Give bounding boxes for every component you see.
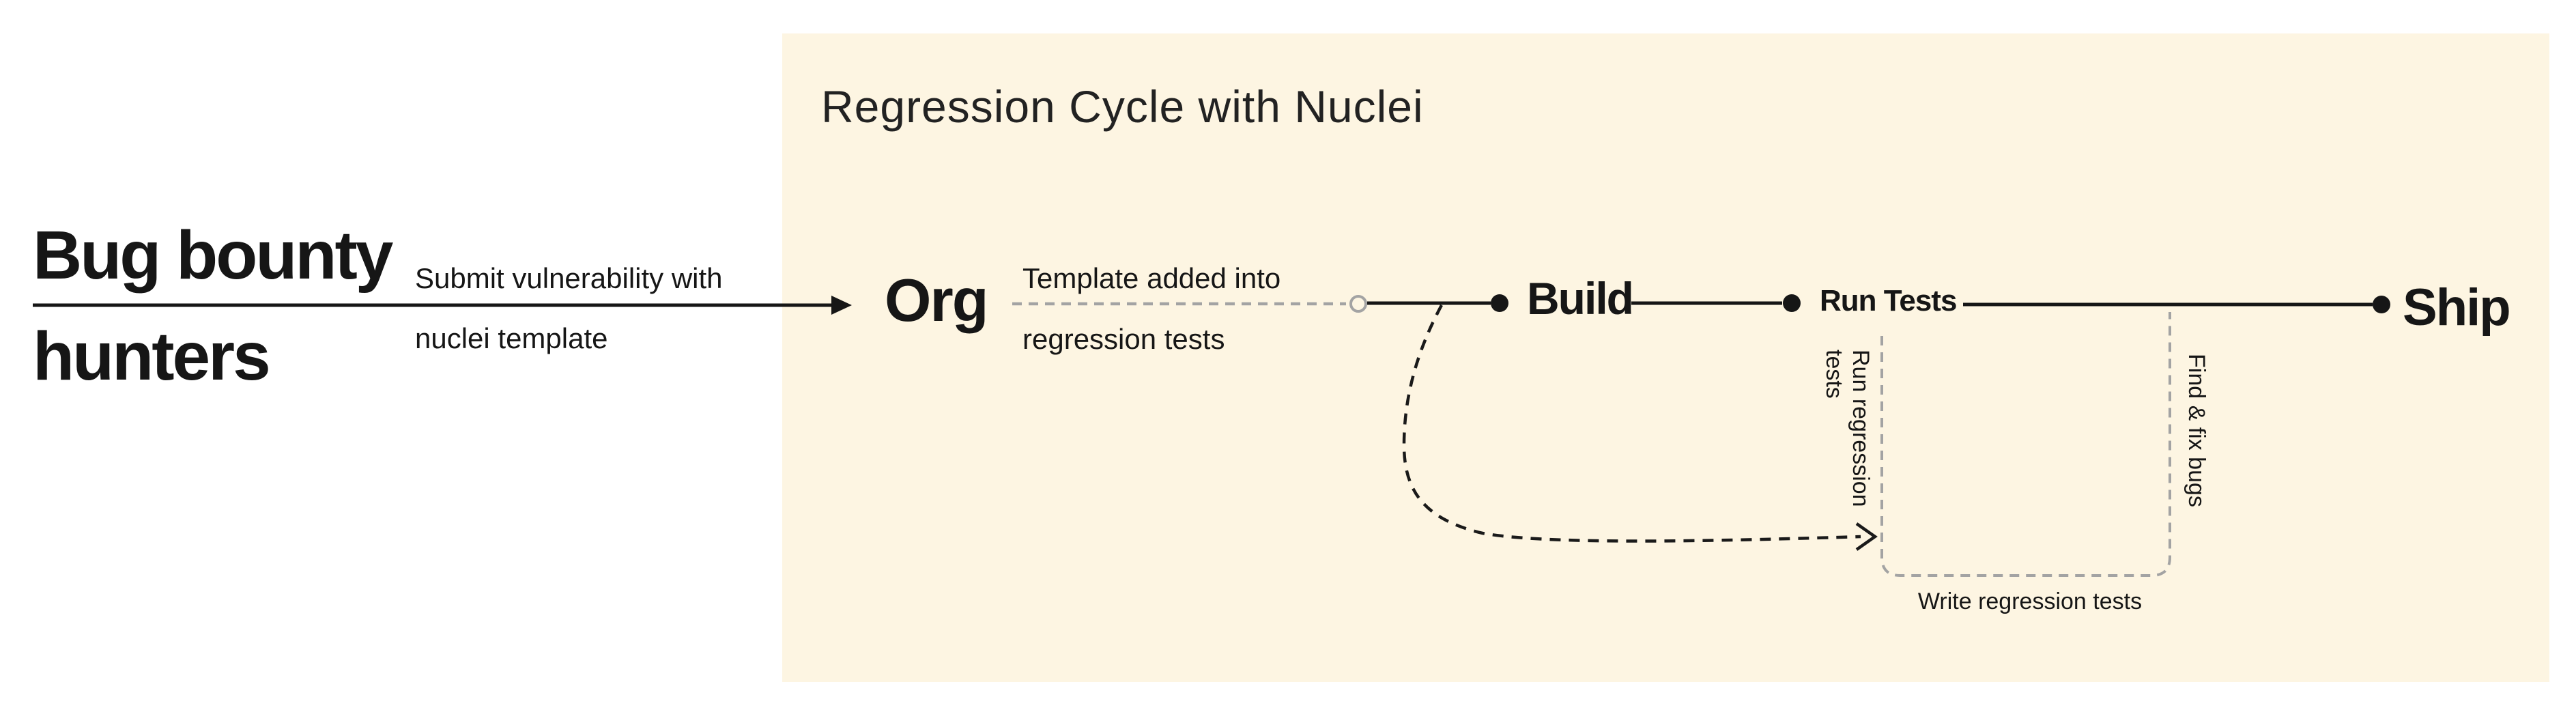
find-fix-bugs-vertical-label: Find & fix bugs xyxy=(2184,354,2209,507)
run-regression-tests-vertical-label: Run regression tests xyxy=(1820,350,1874,507)
run-regression-line-2: tests xyxy=(1821,350,1847,399)
run-regression-line-1: Run regression xyxy=(1848,350,1874,507)
write-regression-tests-label: Write regression tests xyxy=(1917,589,2143,614)
template-added-label: Template added into regression tests xyxy=(1022,248,1280,369)
template-added-label-line-2: regression tests xyxy=(1022,323,1225,355)
actor-line-2: hunters xyxy=(33,318,271,395)
submit-arrowhead xyxy=(831,296,852,315)
node-org-label: Org xyxy=(885,266,988,334)
ship-node-dot xyxy=(2373,296,2390,313)
panel-title: Regression Cycle with Nuclei xyxy=(821,81,1424,132)
build-node-dot xyxy=(1491,294,1508,312)
merge-node-circle xyxy=(1349,295,1367,313)
actor-line-1: Bug bounty xyxy=(33,217,393,294)
feedback-loop-arrowhead xyxy=(1855,522,1878,551)
template-added-label-line-1: Template added into xyxy=(1022,262,1281,294)
runtests-node-dot xyxy=(1783,294,1801,312)
regression-bracket-dashed xyxy=(1880,312,2171,577)
regression-cycle-panel xyxy=(782,33,2549,682)
submit-arrow-label-line-1: Submit vulnerability with xyxy=(415,262,723,294)
submit-arrow-label-line-2: nuclei template xyxy=(415,322,608,354)
submit-arrow-label: Submit vulnerability with nuclei templat… xyxy=(415,249,723,369)
node-ship-label: Ship xyxy=(2403,279,2511,337)
feedback-loop-dashed-curve xyxy=(1402,304,1861,543)
node-run-tests-label: Run Tests xyxy=(1820,284,1957,317)
node-build-label: Build xyxy=(1527,273,1634,324)
actor-label: Bug bounty hunters xyxy=(33,205,393,407)
